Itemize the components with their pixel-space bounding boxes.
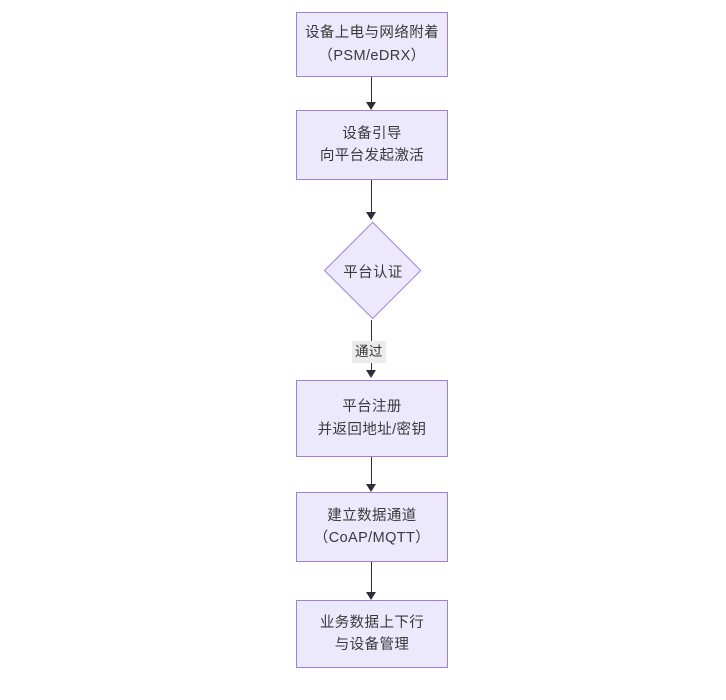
edge-3-label: 通过 [352,341,386,363]
edge-1-line [371,77,373,104]
node-bootstrap-line2: 向平台发起激活 [319,148,425,164]
node-platform-register-line2: 并返回地址/密钥 [317,421,427,438]
edge-1-arrowhead-icon [366,102,376,110]
node-data-channel[interactable]: 建立数据通道 （CoAP/MQTT） [296,492,448,562]
node-bootstrap-line1: 设备引导 [342,125,402,142]
node-power-on[interactable]: 设备上电与网络附着 （PSM/eDRX） [296,12,448,77]
node-business-data-line1: 业务数据上下行 [319,614,425,631]
node-data-channel-line2: （CoAP/MQTT） [313,530,431,546]
edge-4-line [371,457,373,486]
node-platform-auth-label: 平台认证 [343,264,403,281]
node-platform-auth[interactable]: 平台认证 [324,222,423,321]
node-bootstrap[interactable]: 设备引导 向平台发起激活 [296,110,448,180]
edge-5-line [371,562,373,594]
node-data-channel-line1: 建立数据通道 [327,507,417,524]
node-business-data[interactable]: 业务数据上下行 与设备管理 [296,600,448,668]
node-power-on-line2: （PSM/eDRX） [318,47,426,64]
node-platform-register-line1: 平台注册 [342,399,402,416]
edge-5-arrowhead-icon [366,592,376,600]
edge-2-arrowhead-icon [366,212,376,220]
edge-3-arrowhead-icon [366,370,376,378]
node-power-on-line1: 设备上电与网络附着 [304,25,440,42]
node-business-data-line2: 与设备管理 [334,637,410,653]
node-platform-register[interactable]: 平台注册 并返回地址/密钥 [296,380,448,457]
edge-2-line [371,180,373,214]
edge-4-arrowhead-icon [366,484,376,492]
